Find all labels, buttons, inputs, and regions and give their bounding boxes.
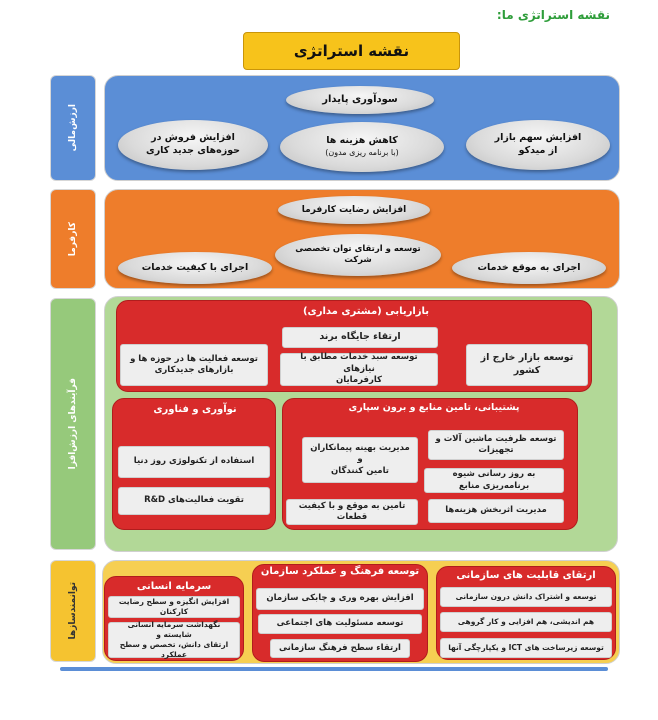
objective-text-line2: از میدکو bbox=[518, 145, 558, 156]
objective-new-markets: توسعه فعالیت ها در حوزه ها و بازارهای جد… bbox=[120, 344, 268, 386]
human-capital-group-title: سرمایه انسانی bbox=[136, 581, 212, 592]
objective-quality-services: اجرای با کیفیت خدمات bbox=[118, 252, 272, 284]
objective-increase-sales: افزایش فروش در حوزه‌های جدید کاری bbox=[118, 120, 268, 170]
objective-machinery-capacity: توسعه ظرفیت ماشین آلات و تجهیزات bbox=[428, 430, 564, 460]
objective-rd-activities: تقویت فعالیت‌های R&D bbox=[118, 487, 270, 515]
objective-supplier-management: مدیریت بهینه پیمانکاران و تامین کنندگان bbox=[302, 437, 418, 483]
objective-text-line1: توسعه فعالیت ها در حوزه ها و bbox=[130, 353, 258, 364]
bottom-divider bbox=[60, 667, 608, 671]
objective-text-line1: مدیریت بهینه پیمانکاران و bbox=[310, 442, 410, 465]
objective-staff-motivation: افزایش انگیزه و سطح رضایت کارکنان bbox=[108, 596, 240, 618]
marketing-group-title: بازاریابی (مشتری مداری) bbox=[302, 306, 430, 317]
objective-text-line2: (با برنامه ریزی مدون) bbox=[325, 148, 399, 157]
objective-resource-planning: به روز رسانی شیوه برنامه‌ریزی منابع bbox=[424, 468, 564, 493]
objective-text: سودآوری پایدار bbox=[322, 94, 398, 106]
objective-talent-retention: نگهداشت سرمایه انسانی شایسته و ارتقای دا… bbox=[108, 619, 240, 660]
objective-text: افزایش رضایت کارفرما bbox=[301, 204, 407, 215]
perspective-customer-label: کارفرما bbox=[68, 221, 78, 257]
perspective-customer: کارفرما bbox=[50, 189, 96, 289]
support-group-title: پشتیبانی، تامین منابع و برون سپاری bbox=[348, 402, 520, 413]
objective-text-line2: تجهیزات bbox=[478, 445, 514, 455]
objective-brand-position: ارتقاء جایگاه برند bbox=[282, 327, 438, 348]
objective-social-responsibility: توسعه مسئولیت های اجتماعی bbox=[258, 614, 422, 634]
objective-text: اجرای به موقع خدمات bbox=[477, 261, 581, 273]
objective-teamwork: هم اندیشی، هم افزایی و کار گروهی bbox=[440, 612, 612, 632]
objective-text-line2: حوزه‌های جدید کاری bbox=[146, 145, 241, 156]
objective-text: اجرای با کیفیت خدمات bbox=[141, 261, 249, 273]
culture-group-title: توسعه فرهنگ و عملکرد سازمان bbox=[260, 566, 420, 577]
objective-text-line1: افزایش سهم بازار bbox=[494, 132, 582, 144]
objective-sustainable-profit: سودآوری پایدار bbox=[286, 86, 434, 114]
innovation-group-title: نوآوری و فناوری bbox=[153, 404, 237, 415]
objective-text-line2: بازارهای جدیدکاری bbox=[154, 365, 234, 375]
objective-modern-technology: استفاده از تکنولوژی روز دنیا bbox=[118, 446, 270, 478]
objective-client-satisfaction: افزایش رضایت کارفرما bbox=[278, 196, 430, 224]
objective-parts-supply: تامین به موقع و با کیفیت قطعات bbox=[286, 499, 418, 525]
objective-market-share: افزایش سهم بازار از میدکو bbox=[466, 120, 610, 170]
perspective-process: فرآیندهای ارزش‌افزا bbox=[50, 298, 96, 550]
objective-text-line1: توسعه سبد خدمات مطابق با نیازهای bbox=[300, 352, 418, 374]
objective-productivity-agility: افزایش بهره وری و چابکی سازمان bbox=[256, 588, 424, 610]
objective-cost-management: مدیریت اثربخش هزینه‌ها bbox=[428, 499, 564, 523]
page-heading: نقشه استراتژی ما: bbox=[496, 8, 610, 22]
objective-reduce-cost: کاهش هزینه ها (با برنامه ریزی مدون) bbox=[280, 122, 444, 172]
objective-text-line2: تامین کنندگان bbox=[331, 465, 389, 476]
objective-text-line1: نگهداشت سرمایه انسانی شایسته و bbox=[127, 619, 221, 639]
objective-text-line2: ارتقای دانش، تخصص و سطح عملکرد bbox=[119, 640, 229, 660]
objective-text-line1: افزایش فروش در bbox=[151, 132, 235, 144]
objective-ict-infrastructure: توسعه زیرساخت های ICT و یکپارچگی آنها bbox=[440, 638, 612, 658]
objective-text-line2: شرکت bbox=[344, 255, 372, 265]
perspective-process-label: فرآیندهای ارزش‌افزا bbox=[68, 378, 78, 470]
objective-text-line1: کاهش هزینه ها bbox=[326, 135, 398, 147]
perspective-financial: ارزش‌مالی bbox=[50, 75, 96, 181]
perspective-enablers: توانمندسازها bbox=[50, 560, 96, 662]
objective-expertise-capability: توسعه و ارتقای توان تخصصی شرکت bbox=[275, 234, 441, 276]
objective-foreign-market: توسعه بازار خارج از کشور bbox=[466, 344, 588, 386]
objective-text-line1: توسعه ظرفیت ماشین آلات و bbox=[435, 433, 557, 444]
perspective-financial-label: ارزش‌مالی bbox=[68, 104, 78, 152]
objective-text-line2: کارفرمایان bbox=[336, 375, 382, 386]
perspective-enablers-label: توانمندسازها bbox=[68, 582, 78, 640]
objective-service-portfolio: توسعه سبد خدمات مطابق با نیازهای کارفرما… bbox=[280, 352, 438, 386]
objective-knowledge-sharing: توسعه و اشتراک دانش درون سازمانی bbox=[440, 587, 612, 607]
org-capability-group-title: ارتقای قابلیت های سازمانی bbox=[456, 570, 596, 581]
objective-text-line1: توسعه و ارتقای توان تخصصی bbox=[295, 243, 421, 254]
objective-ontime-services: اجرای به موقع خدمات bbox=[452, 252, 606, 284]
objective-org-culture: ارتقاء سطح فرهنگ سازمانی bbox=[270, 639, 410, 658]
strategy-map-title: نقشه استراتژی bbox=[243, 32, 460, 70]
